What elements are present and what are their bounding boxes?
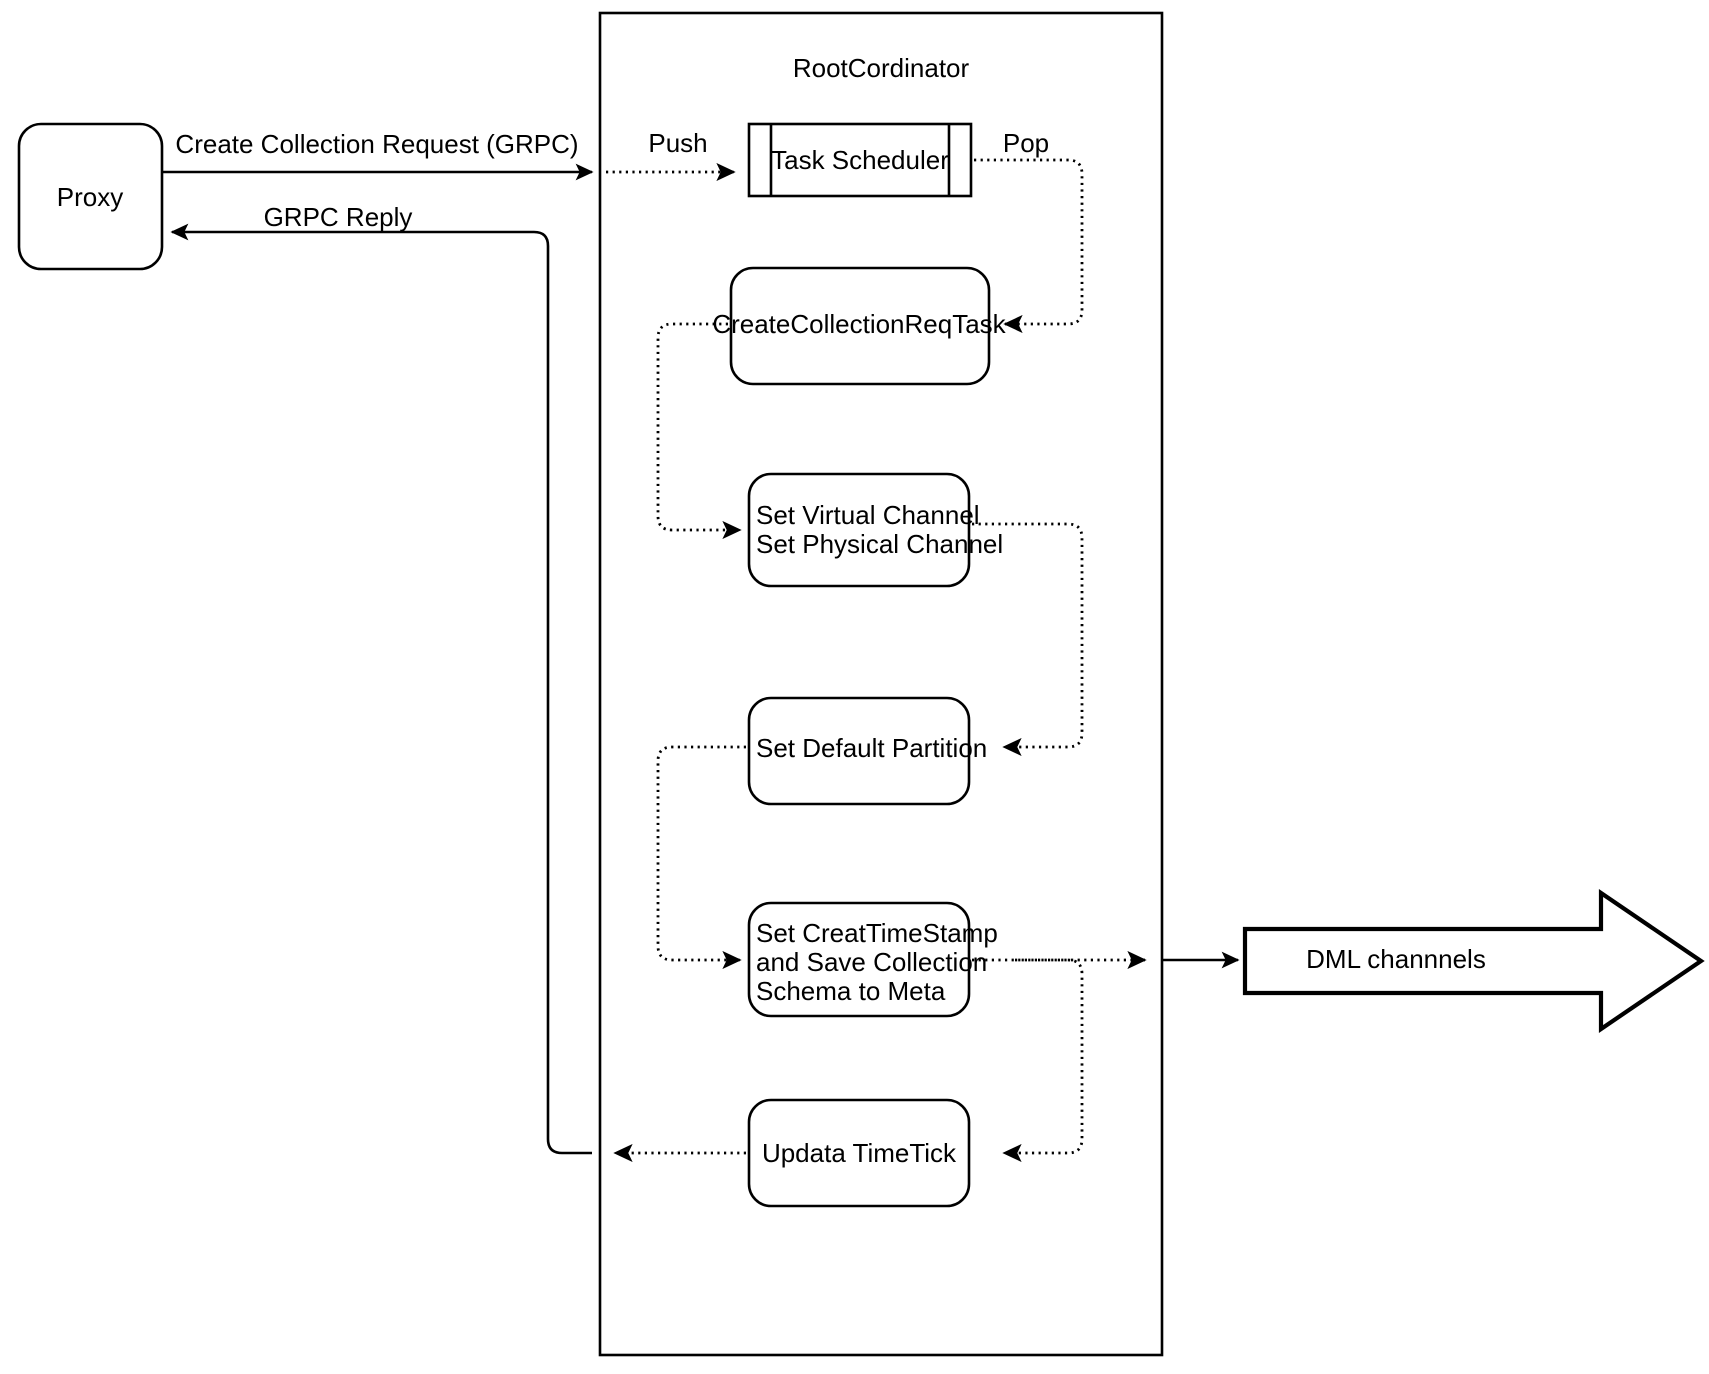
node-updata-timetick-label: Updata TimeTick	[762, 1138, 957, 1168]
node-task-scheduler-label: Task Scheduler	[771, 145, 949, 175]
edge-req-task-to-set-channel	[656, 322, 742, 540]
node-dml-channels[interactable]	[1242, 889, 1705, 1033]
node-set-default-partition[interactable]	[747, 696, 971, 806]
rootcordinator-label: RootCordinator	[793, 53, 970, 83]
node-set-timestamp-line1: Set CreatTimeStamp	[756, 918, 998, 948]
node-create-collection-req-task-label: CreateCollectionReqTask	[712, 309, 1006, 339]
node-task-scheduler[interactable]	[747, 122, 973, 198]
node-set-channel-line2: Set Physical Channel	[756, 529, 1003, 559]
edge-grpc-reply	[170, 223, 592, 1155]
edge-pop	[974, 158, 1084, 334]
edge-set-channel-to-default-partition	[972, 522, 1084, 757]
edge-timestamp-to-timetick	[1002, 958, 1084, 1163]
rootcordinator-container	[598, 11, 1164, 1357]
edge-push-label: Push	[648, 128, 707, 158]
node-dml-channels-label: DML channnels	[1306, 944, 1486, 974]
node-set-channel[interactable]	[747, 472, 971, 588]
node-set-timestamp-line3: Schema to Meta	[756, 976, 946, 1006]
edge-default-partition-to-timestamp	[656, 745, 746, 970]
node-proxy-label: Proxy	[57, 182, 123, 212]
node-proxy[interactable]	[17, 122, 164, 271]
edge-create-collection-request-label: Create Collection Request (GRPC)	[175, 129, 578, 159]
node-set-timestamp-line2: and Save Collection	[756, 947, 987, 977]
node-set-default-partition-label: Set Default Partition	[756, 733, 987, 763]
node-set-channel-line1: Set Virtual Channel	[756, 500, 980, 530]
node-create-collection-req-task[interactable]	[729, 266, 991, 386]
node-updata-timetick[interactable]	[747, 1098, 971, 1208]
edge-pop-label: Pop	[1003, 128, 1049, 158]
edge-grpc-reply-label: GRPC Reply	[264, 202, 413, 232]
node-set-timestamp[interactable]	[747, 901, 971, 1018]
